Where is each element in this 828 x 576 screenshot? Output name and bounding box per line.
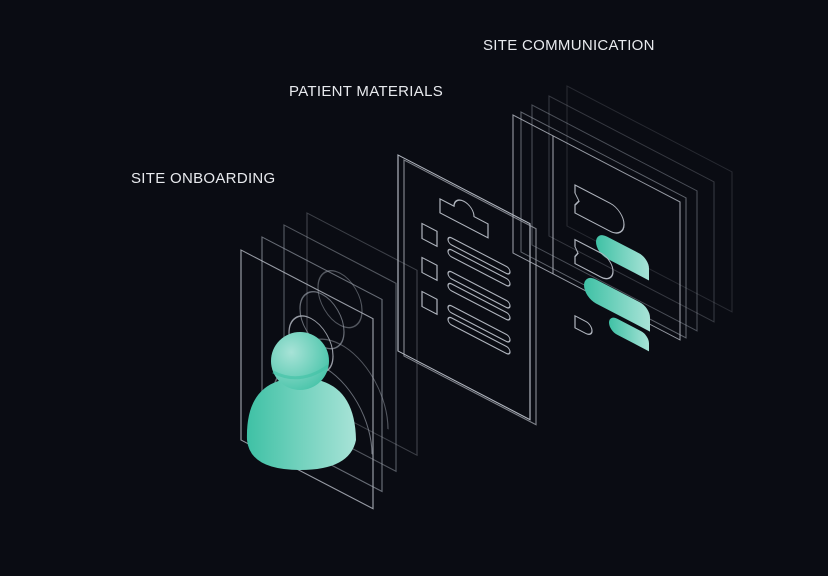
site-onboarding-label: SITE ONBOARDING: [131, 170, 276, 187]
clipboard-icon: [397, 154, 537, 426]
chat-bubble-filled: [596, 235, 649, 281]
chat-bubble-outline: [574, 238, 614, 280]
chat-bubble-outline: [574, 184, 625, 234]
chat-bubble-filled: [584, 277, 650, 332]
person-icon: [246, 332, 356, 470]
site-communication-label: SITE COMMUNICATION: [483, 37, 655, 54]
chat-bubbles: [574, 184, 650, 352]
chat-bubble-filled: [609, 317, 649, 352]
chat-bubble-outline: [574, 314, 593, 335]
patient-materials-label: PATIENT MATERIALS: [289, 83, 444, 100]
